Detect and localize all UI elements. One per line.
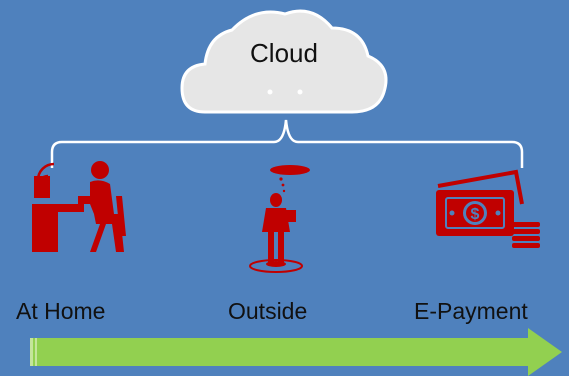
cloud-icon <box>180 9 388 114</box>
node-label-e-payment: E-Payment <box>414 298 528 324</box>
cash-payment-icon: $ <box>436 169 540 248</box>
person-at-desk-wifi-icon <box>32 161 126 252</box>
node-label-at-home: At Home <box>16 298 106 324</box>
person-with-laptop-thinking-icon <box>249 165 310 273</box>
svg-text:$: $ <box>471 206 480 223</box>
cloud-dot <box>297 89 303 95</box>
progress-arrow <box>30 328 562 376</box>
cloud-dot <box>267 89 273 95</box>
bracket-connector <box>50 119 524 168</box>
node-label-outside: Outside <box>228 298 308 324</box>
cloud-label: Cloud <box>250 38 318 68</box>
